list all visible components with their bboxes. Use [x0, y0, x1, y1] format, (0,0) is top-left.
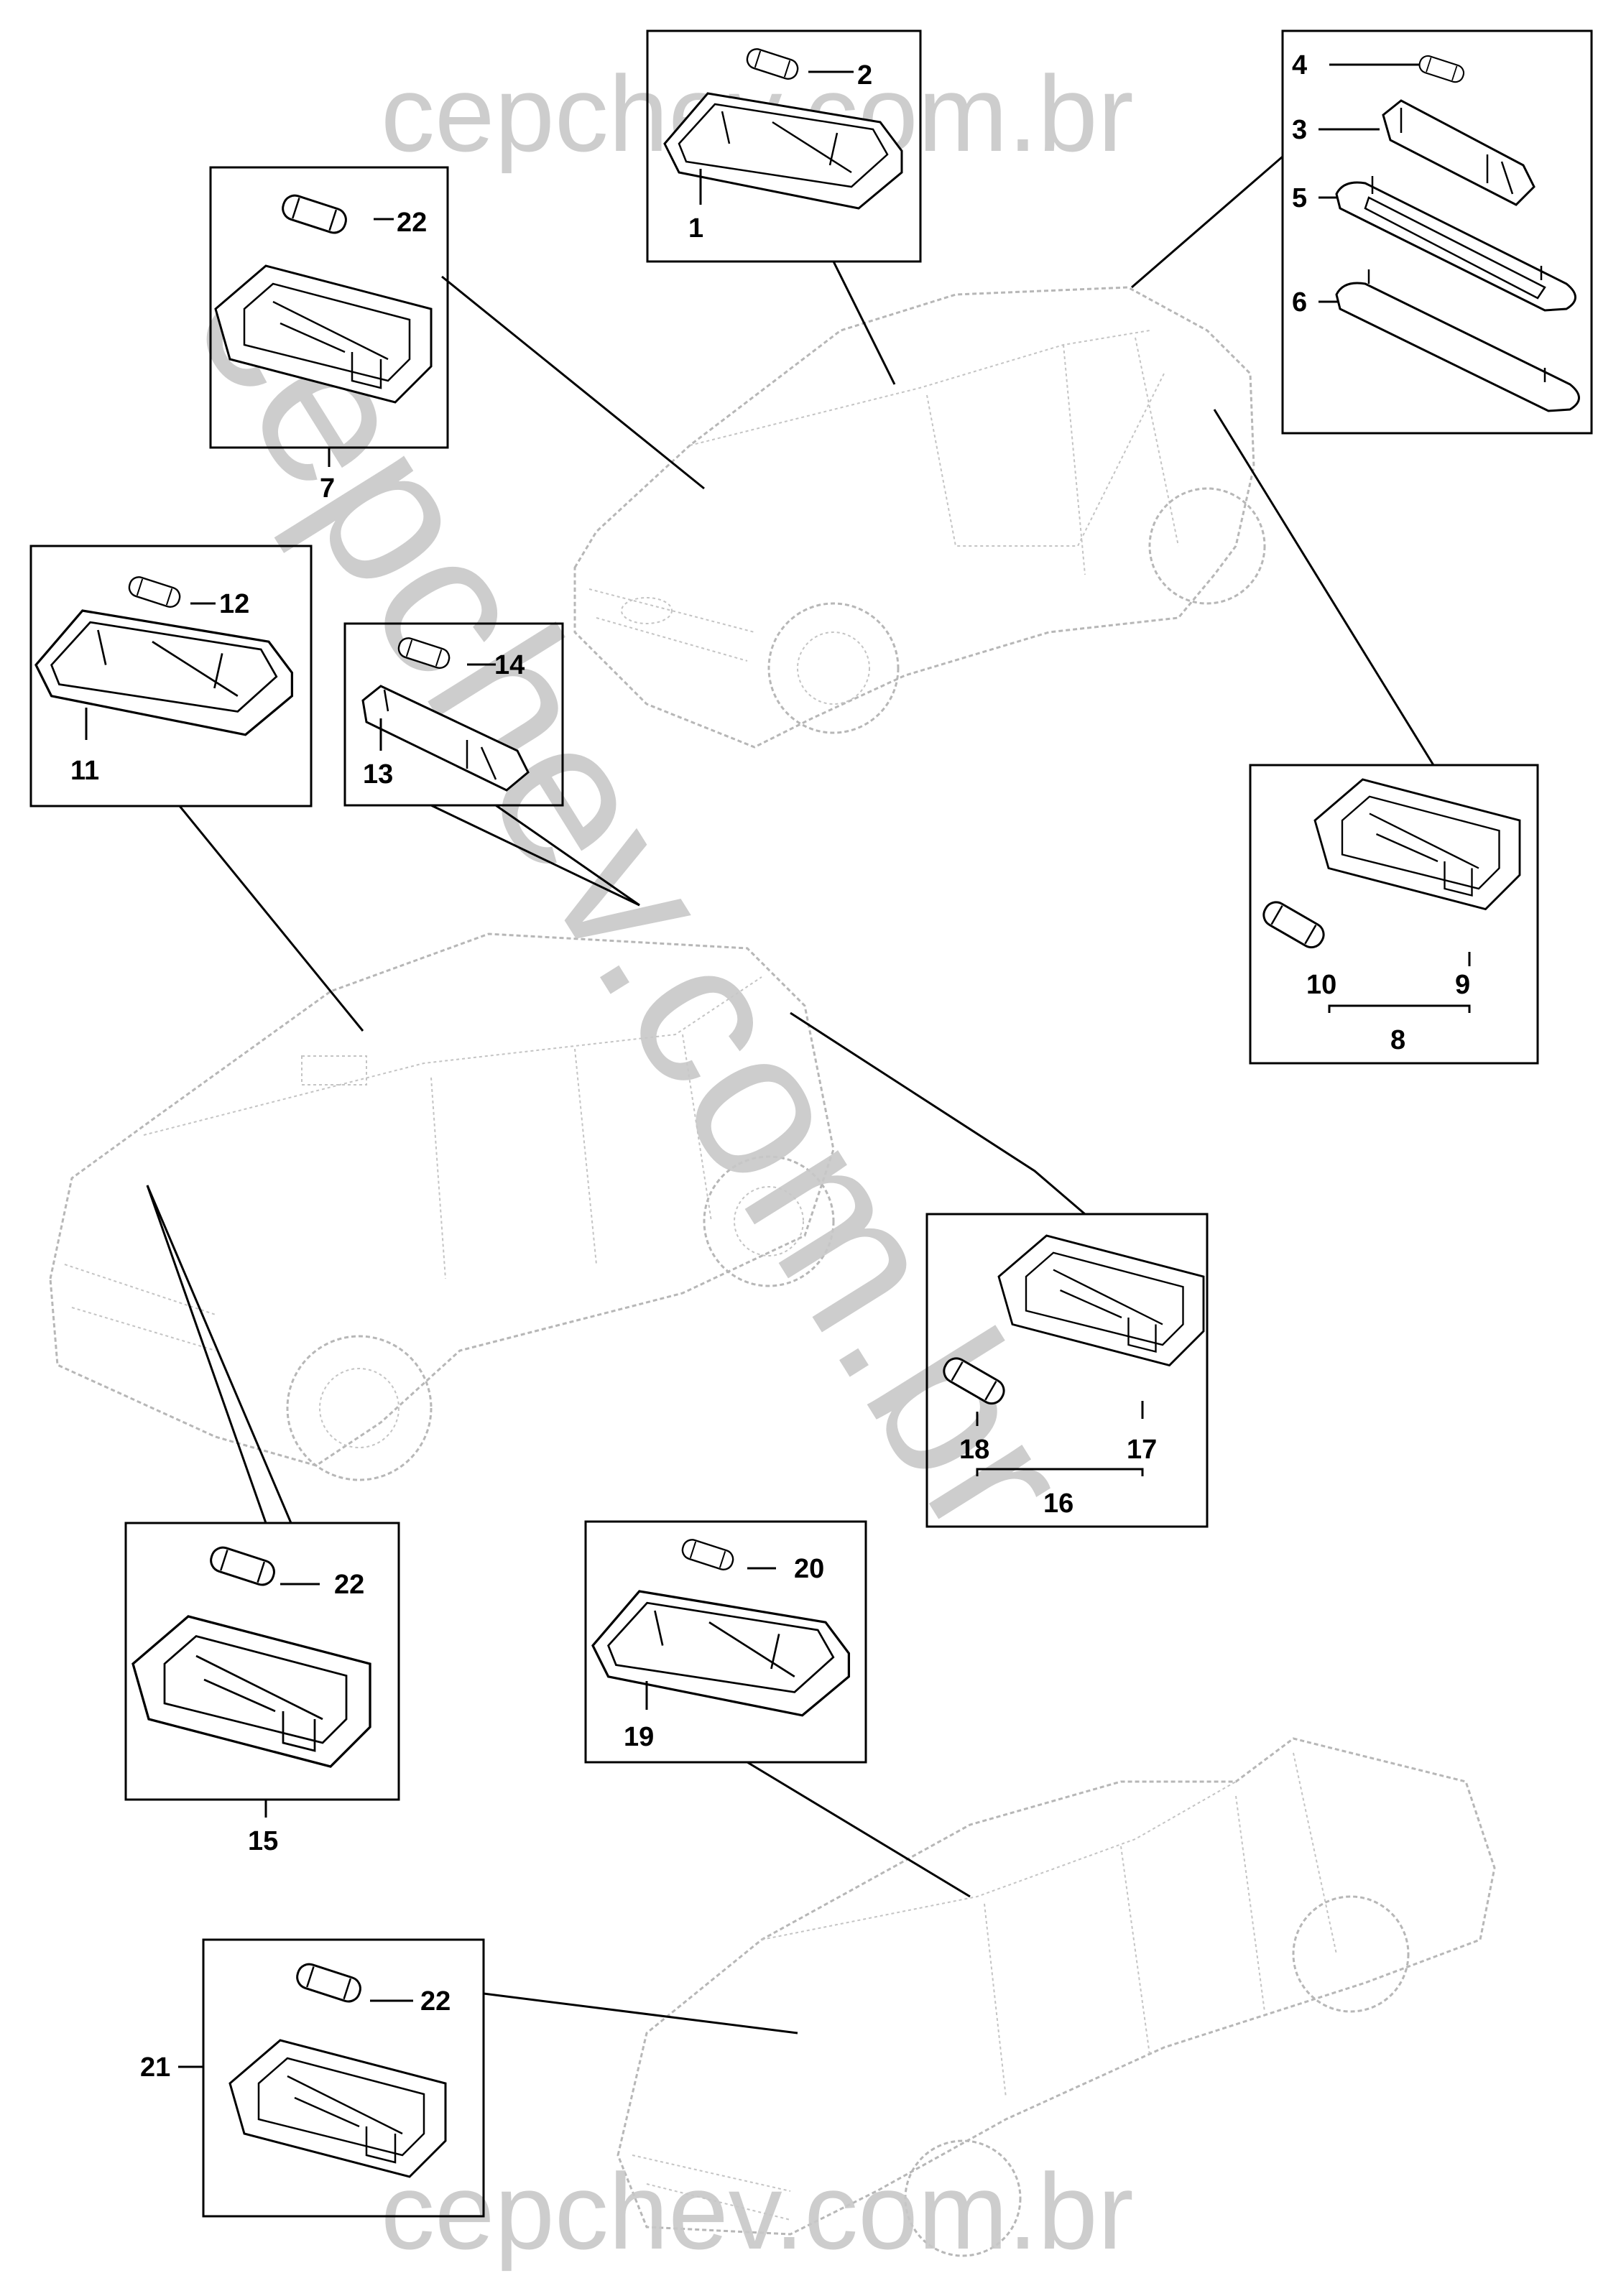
callout-7: 7 — [320, 473, 335, 504]
box-part-11 — [29, 545, 364, 1032]
callout-15: 15 — [248, 1826, 278, 1856]
callout-5: 5 — [1292, 183, 1307, 213]
box-part-21 — [178, 1938, 798, 2218]
callout-22-mid: 22 — [334, 1570, 364, 1600]
callout-21: 21 — [140, 2052, 170, 2083]
callout-4: 4 — [1292, 50, 1307, 80]
pickup-car-outline — [616, 1737, 1496, 2257]
callout-22-top: 22 — [397, 208, 427, 238]
leader-13-14 — [430, 804, 640, 907]
box-part-1 — [646, 29, 922, 385]
callout-14: 14 — [494, 650, 525, 680]
callout-9: 9 — [1455, 970, 1470, 1000]
box-part-13 — [343, 622, 640, 907]
callout-11: 11 — [70, 756, 99, 786]
minivan-car-outline — [49, 932, 835, 1481]
box-part-15 — [124, 1185, 400, 1818]
callout-10: 10 — [1306, 970, 1336, 1000]
callout-19: 19 — [624, 1722, 654, 1752]
callout-12: 12 — [219, 589, 249, 619]
watermark-bottom: cepchev.com.br — [381, 2151, 1134, 2272]
callout-17: 17 — [1127, 1435, 1157, 1465]
callout-2: 2 — [857, 60, 872, 91]
callout-3: 3 — [1292, 115, 1307, 145]
box-part-19 — [584, 1520, 971, 1898]
callout-20: 20 — [794, 1554, 824, 1584]
box-parts-8-10 — [1213, 409, 1539, 1065]
callout-16: 16 — [1043, 1489, 1073, 1519]
callout-13: 13 — [363, 759, 393, 790]
box-parts-16-18 — [790, 1012, 1209, 1528]
callout-18: 18 — [959, 1435, 989, 1465]
box-part-7 — [209, 166, 705, 490]
callout-1: 1 — [688, 213, 703, 244]
callout-6: 6 — [1292, 287, 1307, 318]
callout-8: 8 — [1390, 1025, 1405, 1055]
box-parts-3-6 — [1131, 29, 1593, 435]
hatchback-car-outline — [573, 286, 1266, 749]
callout-22-bottom: 22 — [420, 1986, 451, 2017]
